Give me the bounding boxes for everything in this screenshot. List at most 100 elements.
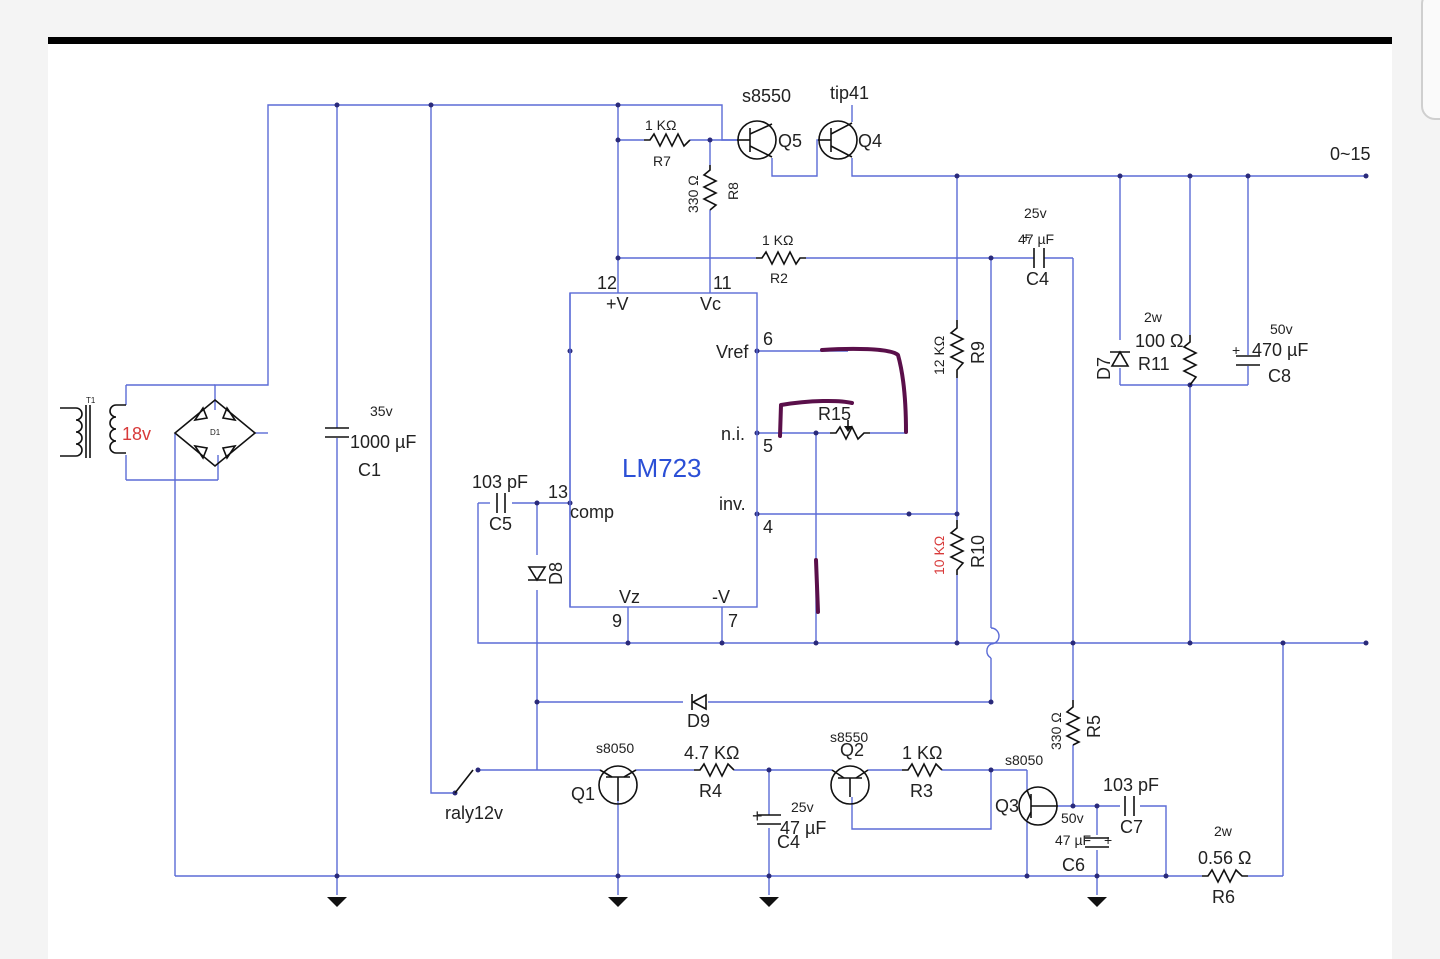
c5-value: 103 pF: [472, 472, 528, 492]
transistor-q4[interactable]: tip41 Q4: [818, 83, 882, 160]
bridge-rectifier-d1[interactable]: D1: [173, 398, 257, 468]
ground-symbols: [327, 897, 1107, 907]
ic-pin-6: 6: [763, 329, 773, 349]
q2-part: s8550: [830, 729, 868, 745]
d9-ref: D9: [687, 711, 710, 731]
r7-ref: R7: [653, 153, 671, 169]
diode-d8[interactable]: D8: [527, 562, 566, 585]
transistor-q5[interactable]: s8550 Q5: [737, 86, 802, 160]
c6-plus: +: [1104, 832, 1112, 848]
ic-label-vc: Vc: [700, 294, 721, 314]
r11-rating: 2w: [1144, 309, 1163, 325]
c4-bottom-value: 47 µF: [780, 818, 826, 838]
transistor-q2[interactable]: s8550 Q2: [830, 729, 870, 805]
ic-name: LM723: [622, 453, 702, 483]
resistor-r2[interactable]: 1 KΩ R2: [756, 232, 806, 286]
c4-bottom-ref: C4: [777, 832, 800, 852]
ic-pin-5: 5: [763, 436, 773, 456]
capacitor-c5[interactable]: 103 pF C5: [472, 472, 528, 534]
ground-icon: [608, 897, 628, 907]
r4-value: 4.7 KΩ: [684, 743, 740, 763]
c6-value: 47 µF: [1055, 832, 1091, 848]
capacitor-c4-bottom[interactable]: + 25v 47 µF C4: [752, 799, 826, 852]
r8-value: 330 Ω: [685, 175, 701, 213]
c5-ref: C5: [489, 514, 512, 534]
q3-part: s8050: [1005, 752, 1043, 768]
top-divider: [48, 37, 1392, 44]
r15-ref: R15: [818, 404, 851, 424]
c8-value: 470 µF: [1252, 340, 1308, 360]
resistor-r11[interactable]: 2w 100 Ω R11: [1135, 309, 1198, 386]
resistor-r9[interactable]: 12 KΩ R9: [931, 320, 988, 378]
c4-top-rating: 25v: [1024, 205, 1047, 221]
c4-top-plus: +: [1022, 229, 1030, 245]
r3-ref: R3: [910, 781, 933, 801]
resistor-r8[interactable]: 330 Ω R8: [685, 165, 741, 213]
q5-ref: Q5: [778, 131, 802, 151]
c4-bottom-rating: 25v: [791, 799, 814, 815]
diode-d9[interactable]: D9: [687, 693, 710, 731]
ic-label-vz: Vz: [619, 587, 640, 607]
resistor-r5[interactable]: 330 Ω R5: [1048, 700, 1104, 750]
c8-rating: 50v: [1270, 321, 1293, 337]
q3-ref: Q3: [995, 796, 1019, 816]
r11-value: 100 Ω: [1135, 331, 1184, 351]
q2-ref: Q2: [840, 740, 864, 760]
transistor-q3[interactable]: s8050 Q3: [995, 752, 1058, 826]
c4-bottom-plus: +: [752, 806, 763, 826]
ic-pin-7: 7: [728, 611, 738, 631]
junction-dots: [334, 102, 1369, 879]
r2-ref: R2: [770, 270, 788, 286]
r8-ref: R8: [725, 182, 741, 200]
transistor-q1[interactable]: s8050 Q1: [571, 740, 638, 805]
r5-ref: R5: [1084, 715, 1104, 738]
c7-ref: C7: [1120, 817, 1143, 837]
ic-lm723[interactable]: 12 +V 11 Vc 6 Vref 5 n.i. LM723 13 comp …: [548, 273, 773, 631]
resistor-r10[interactable]: 10 KΩ R10: [931, 520, 988, 575]
r10-ref: R10: [968, 535, 988, 568]
q4-part: tip41: [830, 83, 869, 103]
r9-value: 12 KΩ: [931, 336, 947, 375]
q4-ref: Q4: [858, 131, 882, 151]
wires: [125, 104, 1367, 895]
q1-part: s8050: [596, 740, 634, 756]
potentiometer-r15[interactable]: R15: [818, 404, 870, 441]
c8-plus: +: [1232, 342, 1240, 358]
c4-top-ref: C4: [1026, 269, 1049, 289]
c6-rating: 50v: [1061, 810, 1084, 826]
d7-ref: D7: [1094, 357, 1114, 380]
ic-pin-9: 9: [612, 611, 622, 631]
pen-annotations: [778, 346, 908, 614]
bridge-ref: D1: [210, 428, 221, 437]
capacitor-c7[interactable]: 103 pF C7: [1103, 775, 1159, 837]
r11-ref: R11: [1138, 354, 1170, 374]
r6-value: 0.56 Ω: [1198, 848, 1252, 868]
diode-d7[interactable]: D7: [1094, 350, 1130, 380]
scroll-handle[interactable]: [1421, 0, 1440, 120]
ic-label-inv: inv.: [719, 494, 746, 514]
ground-icon: [1087, 897, 1107, 907]
c7-value: 103 pF: [1103, 775, 1159, 795]
ground-icon: [327, 897, 347, 907]
capacitor-c8[interactable]: + 50v 470 µF C8: [1232, 321, 1308, 386]
resistor-r4[interactable]: 4.7 KΩ R4: [684, 743, 740, 801]
c1-value: 1000 µF: [350, 432, 416, 452]
relay-switch[interactable]: raly12v: [445, 769, 503, 823]
capacitor-c6[interactable]: + 50v 47 µF C6: [1055, 810, 1112, 875]
d8-ref: D8: [546, 562, 566, 585]
ic-pin-12: 12: [597, 273, 617, 293]
transformer-ref: T1: [86, 396, 96, 405]
resistor-r3[interactable]: 1 KΩ R3: [902, 743, 943, 801]
ic-label-vref: Vref: [716, 342, 749, 362]
capacitor-c1[interactable]: 35v 1000 µF C1: [325, 403, 416, 480]
capacitor-c4-top[interactable]: + 25v 47 µF C4: [1018, 205, 1054, 289]
ic-pin-4: 4: [763, 517, 773, 537]
r4-ref: R4: [699, 781, 722, 801]
transformer-t1[interactable]: T1 18v: [60, 396, 151, 458]
transformer-voltage: 18v: [122, 424, 151, 444]
ic-label-vplus: +V: [606, 294, 629, 314]
resistor-r6[interactable]: 2w 0.56 Ω R6: [1198, 823, 1252, 907]
ground-icon: [759, 897, 779, 907]
r2-value: 1 KΩ: [762, 232, 793, 248]
resistor-r7[interactable]: 1 KΩ R7: [644, 117, 691, 169]
